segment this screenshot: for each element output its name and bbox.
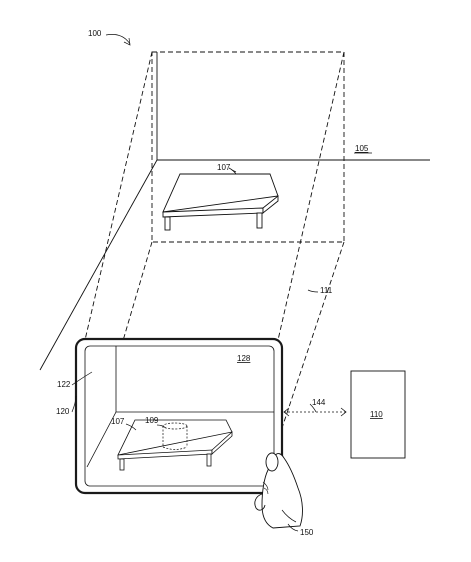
table-107-display: [117, 419, 233, 471]
cylinder-bottom: [162, 446, 188, 450]
frustum-edge-top-right: [277, 51, 345, 341]
label-128: 128: [237, 354, 251, 363]
label-107-display: 107: [111, 417, 125, 426]
link-arrowhead-right: [340, 407, 347, 417]
label-120: 120: [56, 407, 70, 416]
table-leg-front-left: [164, 216, 171, 231]
label-150: 150: [300, 528, 314, 537]
wrist-line: [281, 509, 297, 523]
floor-line-left: [39, 159, 158, 371]
thumb: [265, 452, 279, 472]
far-plane: [151, 51, 345, 243]
leader-107-display: [125, 423, 137, 431]
leader-120: [71, 395, 77, 413]
display-122: [84, 345, 275, 487]
display-scene: [86, 346, 274, 468]
label-109: 109: [145, 416, 159, 425]
table-leg-front-right: [256, 212, 263, 229]
table-side-edge: [262, 195, 279, 214]
environment-105: [39, 52, 430, 371]
display-table-leg-left: [119, 458, 125, 471]
table-top: [162, 173, 279, 213]
leader-144: [309, 403, 317, 413]
fingertip-left: [254, 493, 266, 511]
label-110: 110: [370, 410, 383, 419]
frustum-edge-top-left: [84, 51, 153, 341]
label-100: 100: [88, 29, 102, 38]
remote-device-110-box: [350, 370, 406, 459]
leader-150: [287, 523, 299, 532]
finger-lines: [262, 481, 269, 495]
label-107-real: 107: [217, 163, 231, 172]
leader-111: [307, 289, 319, 293]
display-table-leg-right: [206, 453, 212, 467]
frustum-edge-bottom-right: [277, 241, 345, 441]
display-floor-left: [86, 411, 117, 468]
link-144: [283, 407, 347, 417]
leader-100-arrowhead: [123, 37, 131, 46]
leader-100-arrow: [105, 34, 131, 45]
leader-lines: [71, 34, 372, 532]
table-107-real: [162, 169, 279, 231]
label-122: 122: [57, 380, 71, 389]
label-144: 144: [312, 398, 326, 407]
link-arrowhead-left: [283, 407, 290, 417]
hand-palm: [261, 453, 303, 529]
field-of-view-111: [84, 51, 345, 471]
labels: 100 105 107 111 128 122 120 144 110 107 …: [56, 29, 383, 537]
leader-122: [71, 371, 93, 386]
hand-150: [254, 452, 303, 529]
display-table-side-edge: [211, 431, 233, 455]
leader-109: [156, 424, 167, 429]
label-105: 105: [355, 144, 369, 153]
leader-107: [228, 167, 237, 175]
device-120: [74, 337, 284, 495]
label-111: 111: [320, 286, 333, 295]
